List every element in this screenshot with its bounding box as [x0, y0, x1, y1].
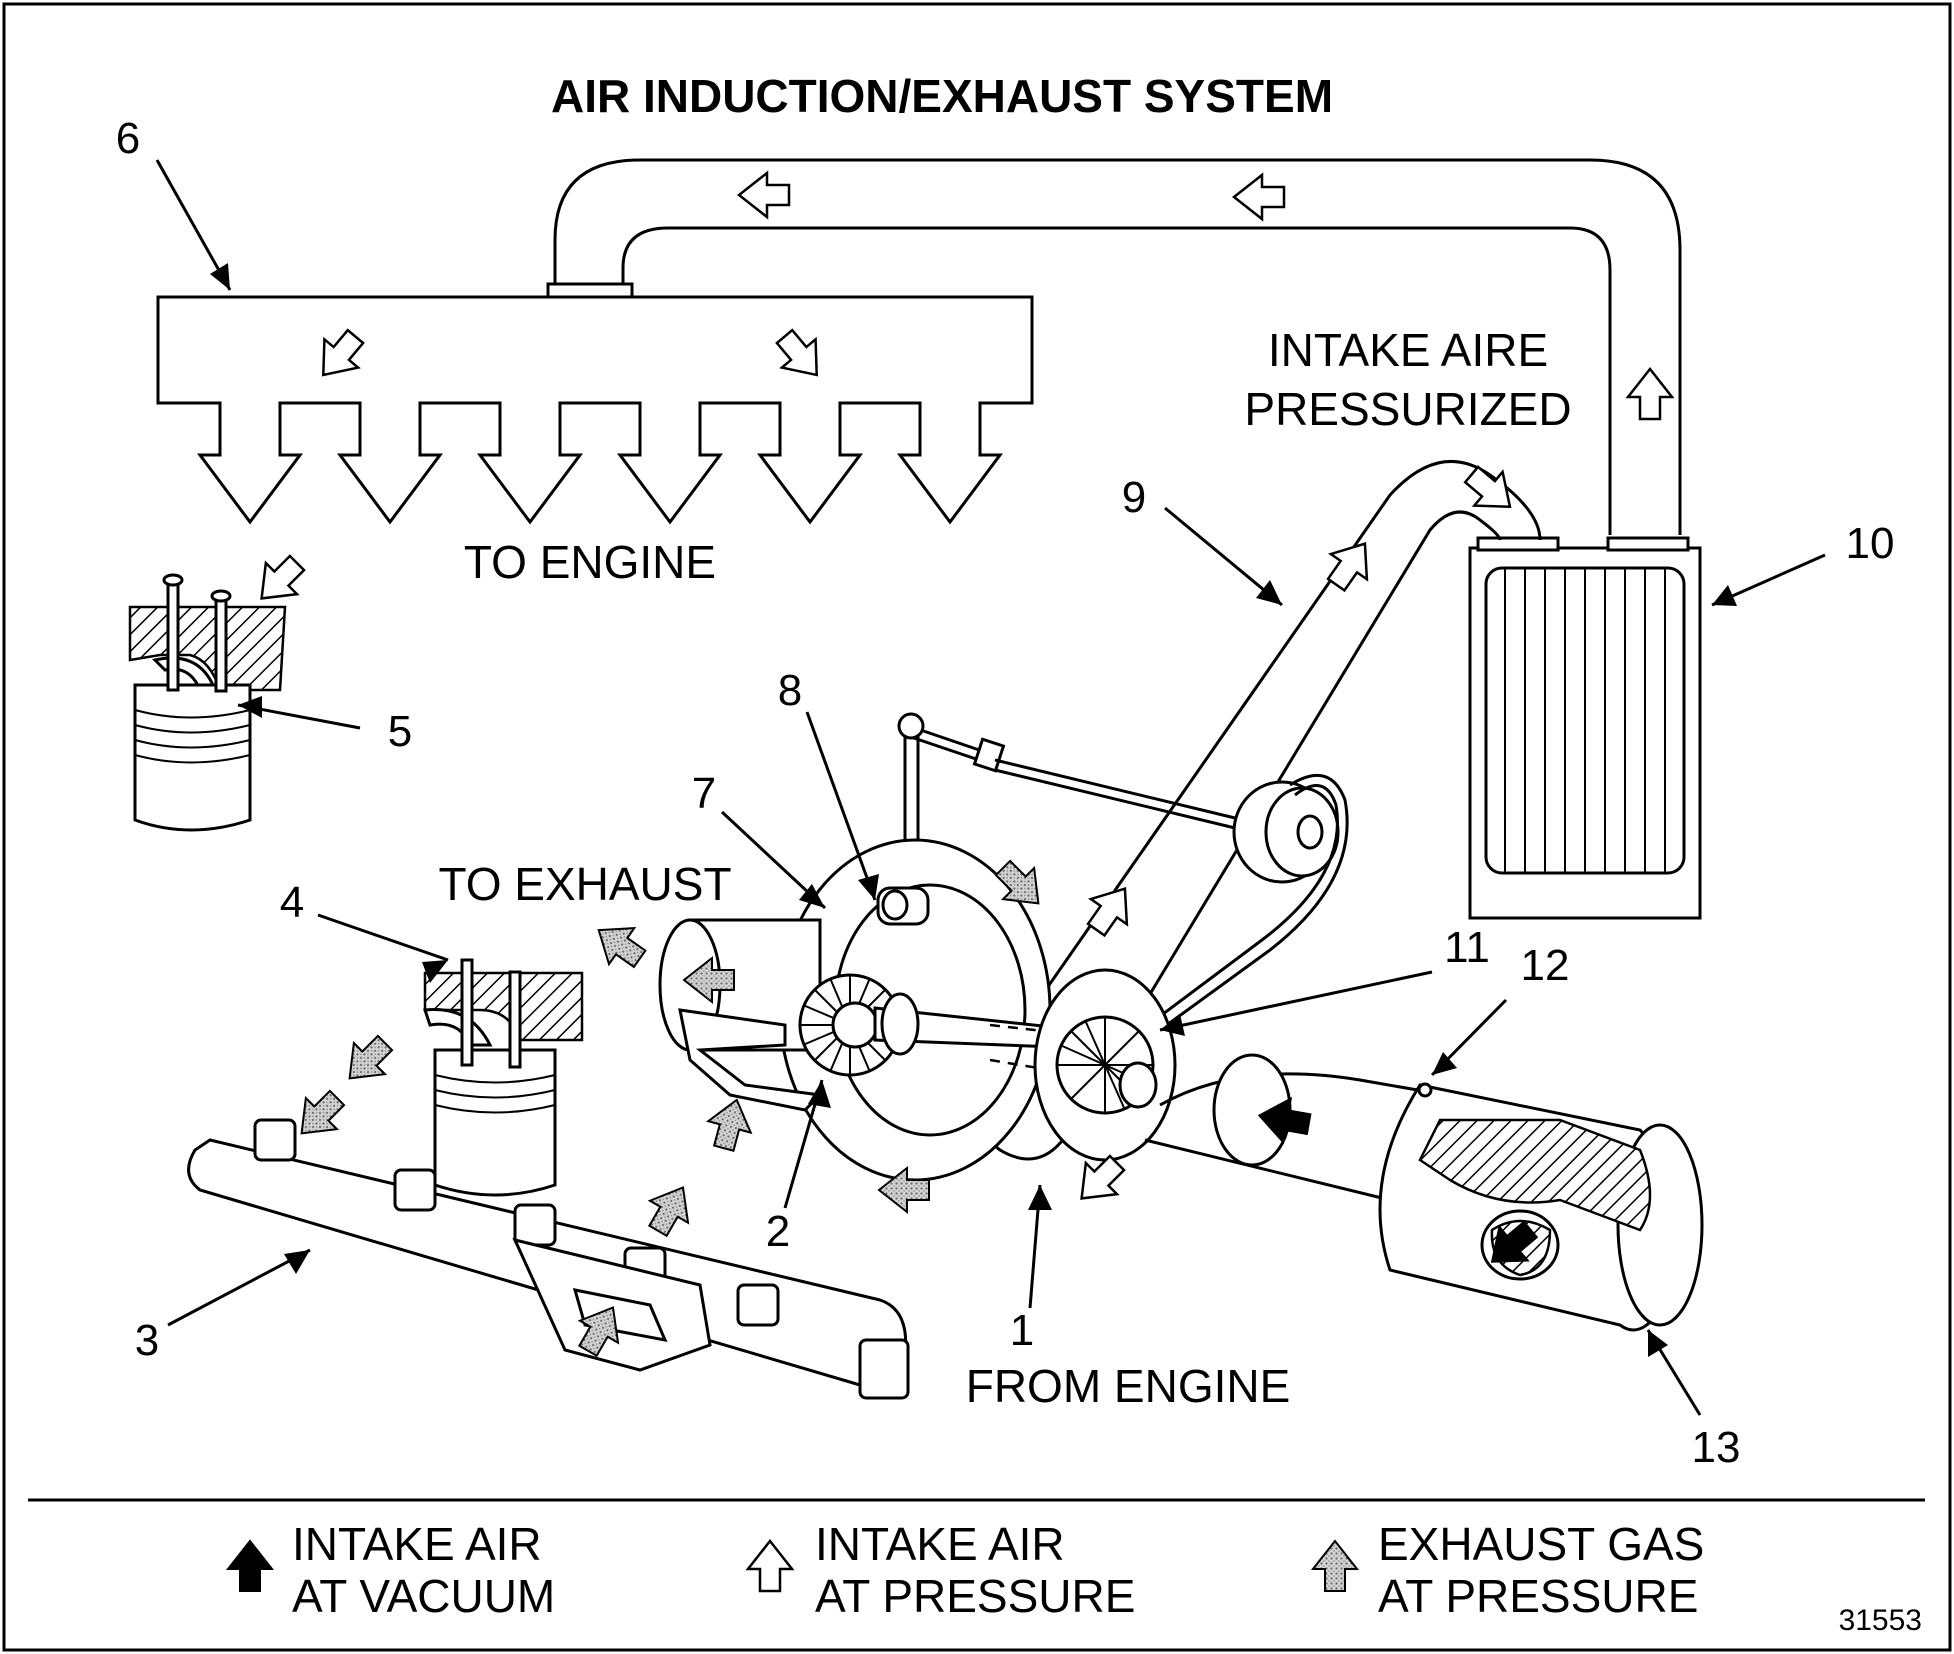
legend-exhaust-line1: EXHAUST GAS: [1378, 1518, 1704, 1570]
legend-pressure-line1: INTAKE AIR: [815, 1518, 1065, 1570]
exhaust-manifold: [187, 1118, 910, 1400]
intake-cylinder-assembly: [128, 573, 287, 832]
label-from-engine: FROM ENGINE: [966, 1360, 1291, 1412]
aftercooler: [1468, 536, 1702, 920]
callout-7: 7: [692, 769, 716, 818]
callout-11: 11: [1444, 923, 1490, 972]
label-intake-line1: INTAKE AIRE: [1268, 324, 1548, 376]
legend: INTAKE AIR AT VACUUM INTAKE AIR AT PRESS…: [227, 1518, 1704, 1622]
legend-exhaust-line2: AT PRESSURE: [1378, 1570, 1698, 1622]
legend-exhaust-arrow-icon: [1312, 1540, 1358, 1592]
callout-1: 1: [1010, 1306, 1034, 1355]
callout-8: 8: [778, 666, 802, 715]
legend-item-exhaust: EXHAUST GAS AT PRESSURE: [1312, 1518, 1704, 1622]
legend-item-pressure: INTAKE AIR AT PRESSURE: [746, 1518, 1135, 1622]
callout-3: 3: [135, 1316, 159, 1365]
legend-vacuum-arrow-icon: [227, 1540, 273, 1592]
turbocharger: [658, 838, 1177, 1182]
callout-9: 9: [1122, 473, 1146, 522]
legend-pressure-line2: AT PRESSURE: [815, 1570, 1135, 1622]
legend-vacuum-line1: INTAKE AIR: [292, 1518, 542, 1570]
legend-item-vacuum: INTAKE AIR AT VACUUM: [227, 1518, 555, 1622]
compressor-wheel: [1055, 1015, 1158, 1115]
leader-lines: [155, 159, 1826, 1416]
label-to-exhaust: TO EXHAUST: [438, 858, 731, 910]
callout-5: 5: [388, 707, 412, 756]
wastegate-linkage: [897, 712, 1349, 1032]
label-intake-line2: PRESSURIZED: [1244, 383, 1571, 435]
legend-vacuum-line2: AT VACUUM: [292, 1570, 555, 1622]
legend-pressure-arrow-icon: [746, 1539, 794, 1593]
exhaust-cylinder-assembly: [422, 958, 584, 1197]
callout-13: 13: [1692, 1423, 1741, 1472]
air-inlet-pipe: [1144, 1053, 1591, 1217]
callout-12: 12: [1521, 941, 1570, 990]
callout-2: 2: [766, 1207, 790, 1256]
intake-air-duct: [546, 158, 1682, 535]
air-cleaner: [1378, 1082, 1704, 1332]
figure-number: 31553: [1839, 1604, 1922, 1637]
callout-6: 6: [116, 114, 140, 163]
callout-10: 10: [1846, 519, 1895, 568]
label-to-engine: TO ENGINE: [464, 536, 716, 588]
diagram-title: AIR INDUCTION/EXHAUST SYSTEM: [551, 70, 1333, 122]
intake-manifold: [156, 295, 1034, 525]
callout-4: 4: [280, 878, 304, 927]
